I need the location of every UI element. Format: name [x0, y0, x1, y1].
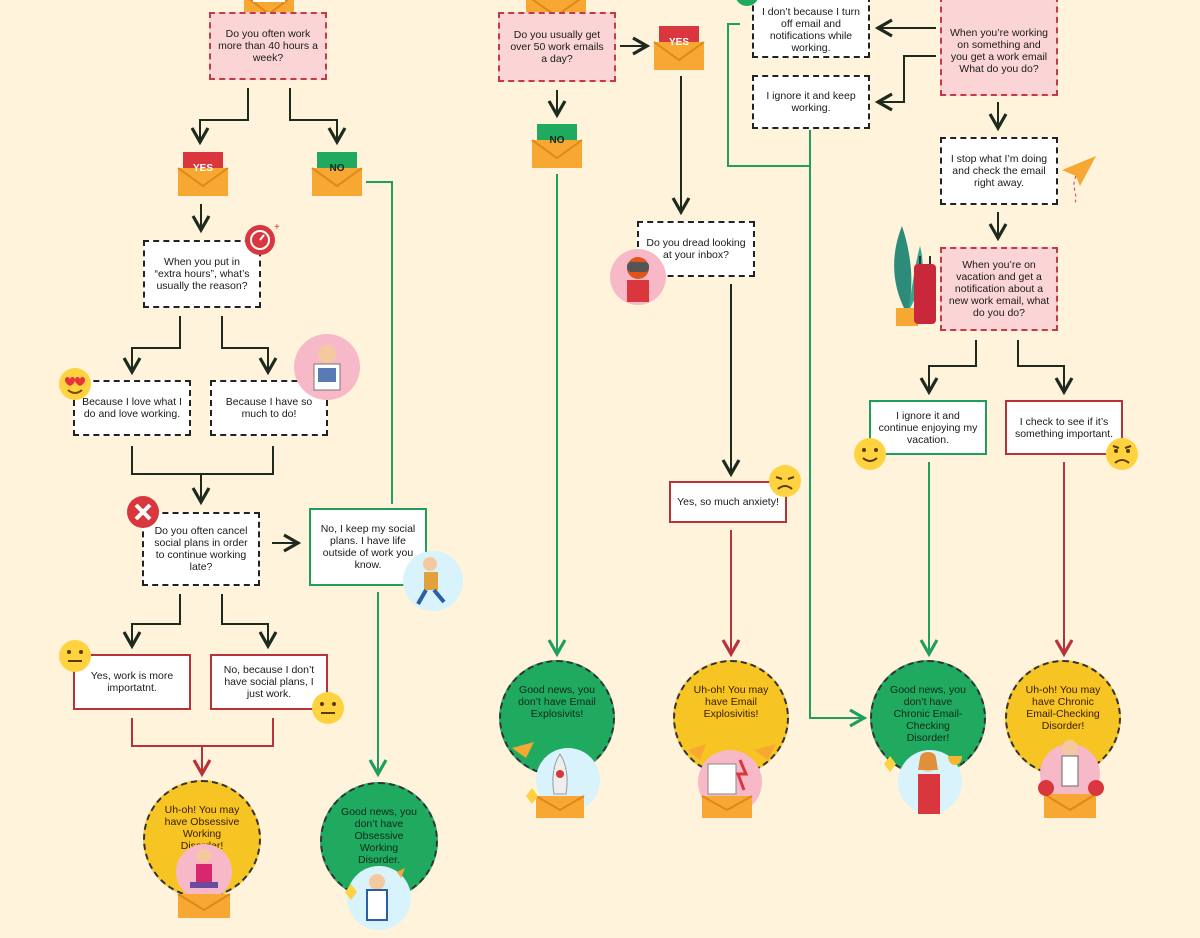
rocket-illustration — [512, 742, 600, 818]
no-envelope-icon: NO — [311, 152, 363, 196]
result-text: Uh-oh! You may have Email Explosivitis! — [693, 684, 769, 720]
celebrating-woman-illustration — [884, 750, 962, 814]
no-label: NO — [550, 135, 565, 146]
question-email-on-vacation: When you’re on vacation and get a notifi… — [940, 247, 1058, 331]
result-text: Good news, you don’t have Email Explosiv… — [518, 684, 596, 720]
answer-no-social-plans: No, because I don’t have social plans, I… — [210, 654, 328, 710]
yes-label: YES — [193, 163, 213, 174]
neutral-face-emoji-icon — [59, 640, 91, 672]
cancel-x-icon — [127, 496, 159, 528]
neutral-face-emoji-icon — [312, 692, 344, 724]
exploding-email-illustration — [688, 744, 776, 818]
answer-so-much-anxiety: Yes, so much anxiety! — [669, 481, 787, 523]
question-extra-hours: When you put in “extra hours”, what’s us… — [143, 240, 261, 308]
stressed-worker-illustration — [176, 844, 232, 918]
answer-work-more-important: Yes, work is more importatnt. — [73, 654, 191, 710]
result-obsessive-working-no: Good news, you don’t have Obsessive Work… — [320, 782, 438, 900]
answer-check-if-important: I check to see if it’s something importa… — [1005, 400, 1123, 455]
panicked-woman-illustration — [1038, 740, 1104, 818]
answer-stop-and-check: I stop what I’m doing and check the emai… — [940, 137, 1058, 205]
green-badge-icon — [736, 0, 758, 6]
question-emails-per-day: Do you usually get over 50 work emails a… — [498, 12, 616, 82]
question-dread-inbox: Do you dread looking at your inbox? — [637, 221, 755, 277]
question-cancel-plans: Do you often cancel social plans in orde… — [142, 512, 260, 586]
yes-envelope-icon: YES — [653, 26, 705, 70]
heart-eyes-emoji-icon — [59, 368, 91, 400]
question-work-hours: Do you often work more than 40 hours a w… — [209, 12, 327, 80]
answer-turn-off-notifications: I don’t because I turn off email and not… — [752, 0, 870, 58]
svg-text:+: + — [274, 222, 280, 233]
anxious-face-emoji-icon — [769, 465, 801, 497]
result-text: Good news, you don’t have Obsessive Work… — [341, 806, 417, 866]
yes-envelope-icon: YES — [177, 152, 229, 196]
happy-worker-illustration — [345, 866, 411, 930]
paper-plane-icon — [1062, 156, 1096, 205]
smiling-face-emoji-icon — [854, 438, 886, 470]
no-envelope-icon: NO — [531, 124, 583, 168]
running-man-illustration — [403, 551, 463, 611]
stopwatch-icon: + — [245, 222, 280, 255]
result-text: Uh-oh! You may have Chronic Email-Checki… — [1025, 684, 1101, 732]
no-label: NO — [330, 163, 345, 174]
question-email-while-working: When you’re working on something and you… — [940, 0, 1058, 96]
answer-keep-social-plans: No, I keep my social plans. I have life … — [309, 508, 427, 586]
answer-ignore-enjoy-vacation: I ignore it and continue enjoying my vac… — [869, 400, 987, 455]
result-text: Good news, you don’t have Chronic Email-… — [890, 684, 966, 744]
plant-suitcase-illustration — [894, 226, 936, 326]
worried-face-emoji-icon — [1106, 438, 1138, 470]
yes-label: YES — [669, 37, 689, 48]
woman-binoculars-illustration — [610, 249, 666, 305]
answer-ignore-keep-working: I ignore it and keep working. — [752, 75, 870, 129]
answer-love-work: Because I love what I do and love workin… — [73, 380, 191, 436]
overwhelmed-man-illustration — [294, 334, 360, 400]
